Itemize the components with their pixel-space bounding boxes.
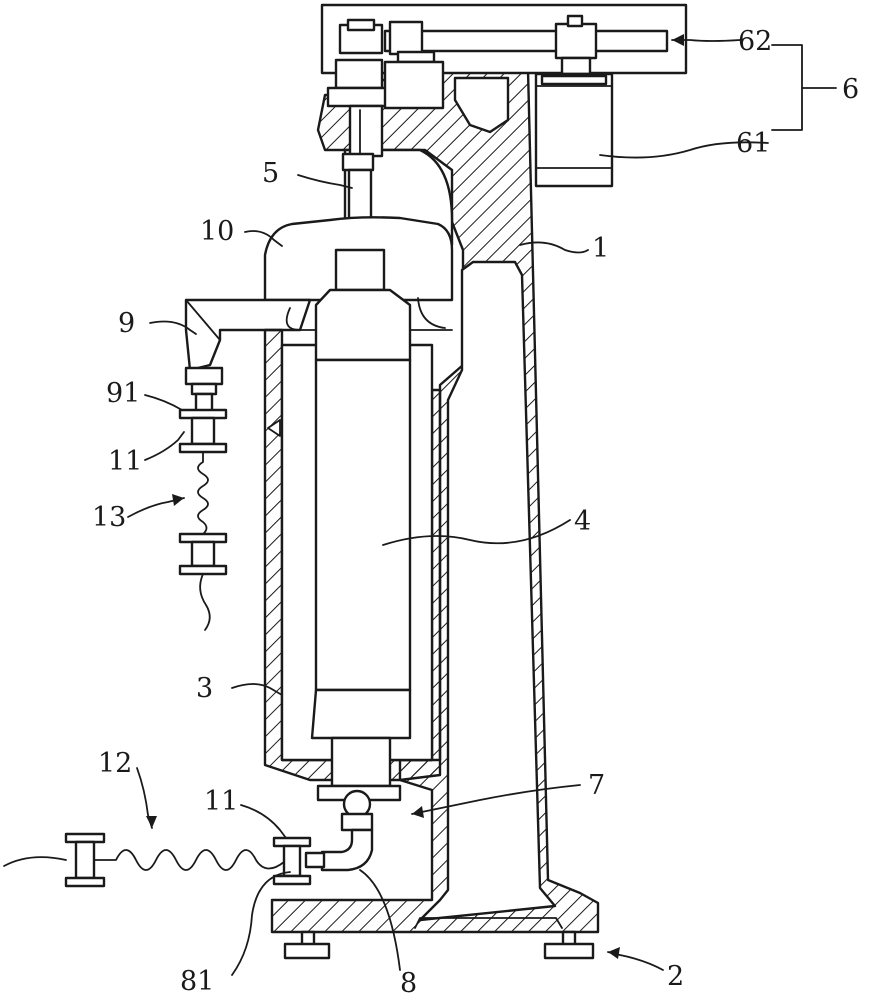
hose-13	[197, 451, 211, 631]
label-2: 2	[667, 961, 684, 992]
foot-left	[283, 930, 331, 960]
hose-12	[3, 849, 285, 871]
part-labels: 1 2 3 4 5 6 7 8 9 10 11 11 12 13 61 62 8…	[92, 26, 859, 999]
label-4: 4	[574, 506, 591, 537]
label-62: 62	[738, 26, 772, 57]
leader-lines	[127, 39, 837, 976]
motor	[534, 72, 614, 188]
feed-pipe	[184, 297, 446, 414]
label-10: 10	[200, 216, 234, 247]
label-13: 13	[92, 502, 126, 533]
label-5: 5	[262, 158, 279, 189]
label-8: 8	[400, 968, 417, 999]
flange-upper	[178, 408, 228, 454]
label-9: 9	[118, 308, 135, 339]
label-6: 6	[842, 74, 859, 105]
label-81: 81	[180, 966, 214, 997]
bearing-block	[326, 58, 445, 158]
flange-end-12	[64, 832, 106, 888]
rotating-drum	[310, 248, 412, 802]
label-1: 1	[592, 233, 609, 264]
label-11-upper: 11	[108, 446, 142, 477]
label-12: 12	[98, 748, 132, 779]
label-3: 3	[196, 673, 213, 704]
label-11-lower: 11	[204, 786, 238, 817]
foot-right	[543, 930, 595, 960]
label-91: 91	[106, 378, 140, 409]
label-61: 61	[736, 128, 770, 159]
discharge-assembly	[304, 789, 374, 872]
flange-end-13	[178, 532, 228, 576]
label-7: 7	[588, 770, 605, 801]
arrowheads	[146, 34, 684, 959]
flange-lower	[272, 836, 312, 886]
